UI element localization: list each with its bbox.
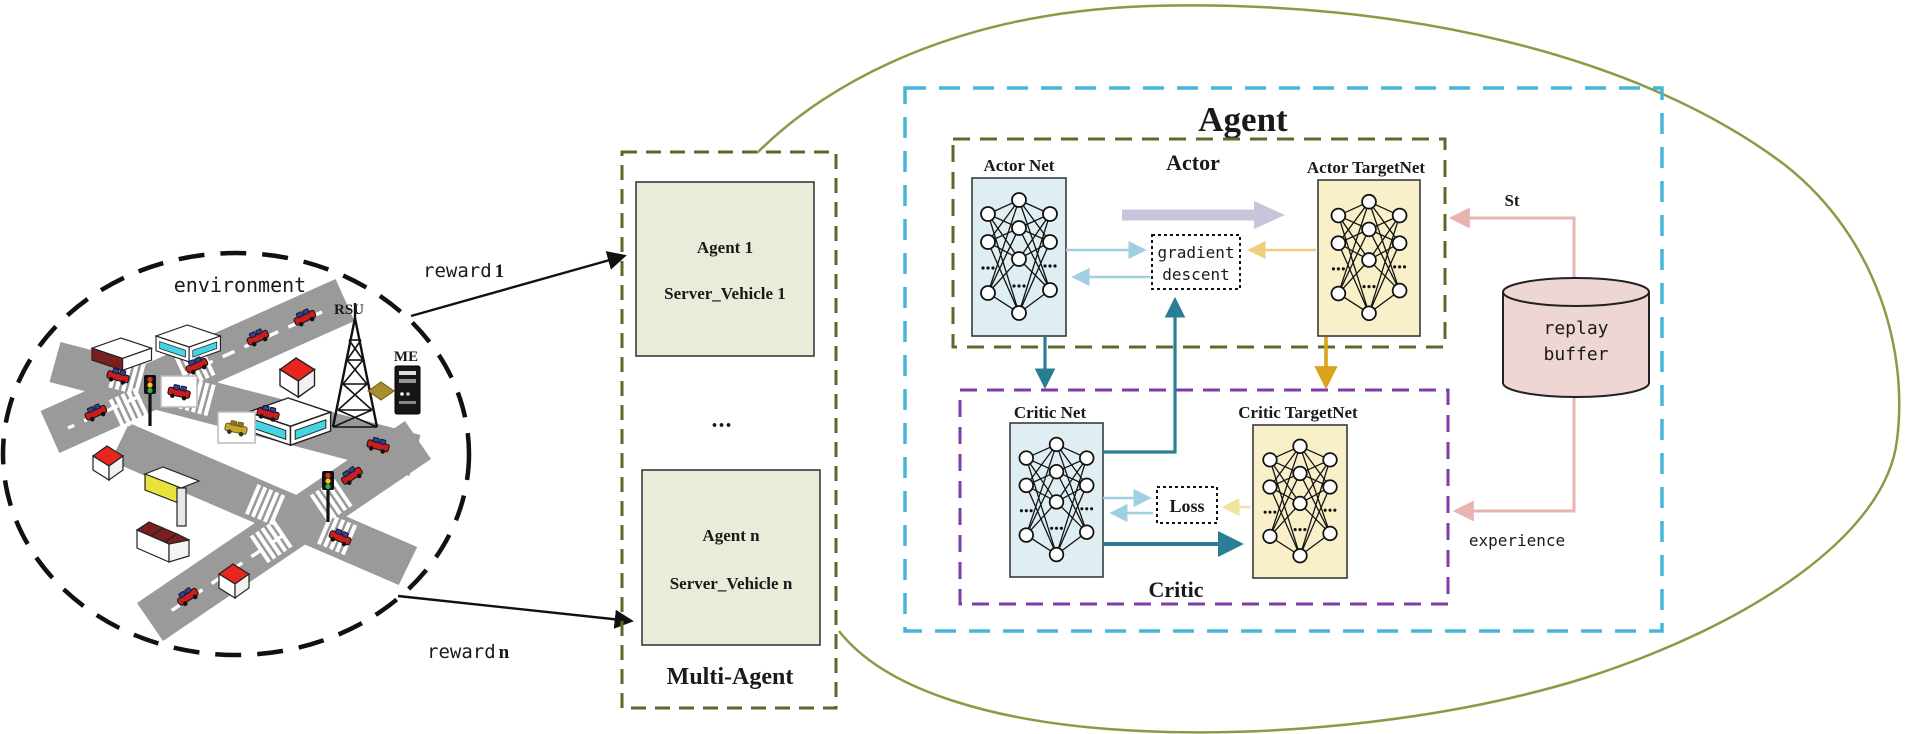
multi-agent-box: [620, 150, 838, 710]
loss-label: Loss: [1169, 496, 1204, 516]
environment-ellipse: [0, 250, 472, 658]
server-vehicle-highlight-gold: [217, 411, 256, 444]
factory: [135, 466, 201, 563]
critic-box: [958, 388, 1450, 606]
environment-group: environment RSU ME: [0, 250, 472, 658]
agent-box: [903, 86, 1664, 633]
replay-buffer-cylinder: [1502, 277, 1650, 398]
multi-agent-title: Multi-Agent: [667, 664, 794, 690]
cars: [82, 306, 392, 609]
actor-targetnet-label: Actor TargetNet: [1307, 158, 1426, 177]
environment-label: environment: [174, 273, 306, 297]
replay-buffer-group: St experience replay buffer: [1448, 191, 1650, 550]
critic-section-label: Critic: [1149, 577, 1204, 602]
house-right: [279, 357, 316, 398]
soft-update-arrow: [1122, 201, 1285, 229]
me-server-icon: [394, 365, 421, 415]
st-arrow: [1448, 207, 1576, 292]
agents-ellipsis: ...: [712, 407, 733, 433]
replay-buffer-line2: buffer: [1543, 344, 1608, 365]
agent-balloon-curve: [756, 4, 1901, 734]
server-vehicle-highlight-red: [160, 375, 198, 408]
agent-1-line2: Server_Vehicle 1: [664, 284, 786, 303]
agent-n-line2: Server_Vehicle n: [670, 574, 793, 593]
actor-box: [951, 137, 1447, 349]
actor-net-label: Actor Net: [984, 156, 1055, 175]
criticnet-to-gradient-arrow: [1103, 296, 1186, 454]
experience-arrow: [1452, 386, 1576, 522]
agent-title: Agent: [1198, 100, 1288, 139]
multi-agent-group: Agent 1 Server_Vehicle 1 ... Agent n Ser…: [620, 150, 838, 710]
agent-n-line1: Agent n: [702, 526, 760, 545]
agent-1-line1: Agent 1: [697, 238, 753, 257]
me-label: ME: [394, 349, 418, 365]
gradient-descent-box: [1151, 234, 1241, 290]
rsu-label: RSU: [334, 302, 364, 318]
experience-label: experience: [1469, 531, 1565, 550]
gradient-descent-line2: descent: [1162, 265, 1229, 284]
building-upper-left: [90, 337, 154, 372]
critic-net-label: Critic Net: [1014, 403, 1087, 422]
actor-section-label: Actor: [1166, 150, 1220, 175]
reward-1-arrow: [410, 251, 627, 318]
agent-n-box: [641, 469, 821, 646]
gradient-descent-line1: gradient: [1157, 243, 1234, 262]
agent-detail-group: Agent Actor Actor Net Actor TargetNet gr…: [903, 86, 1664, 633]
relay-diamond-icon: [367, 381, 395, 401]
reward-n-arrow: [397, 594, 634, 629]
critic-targetnet-label: Critic TargetNet: [1238, 403, 1358, 422]
agent-1-box: [635, 181, 815, 357]
loss-box: [1156, 486, 1218, 524]
replay-buffer-line1: replay: [1543, 318, 1608, 339]
rsu-tower-icon: [331, 303, 379, 428]
st-label: St: [1504, 191, 1519, 210]
